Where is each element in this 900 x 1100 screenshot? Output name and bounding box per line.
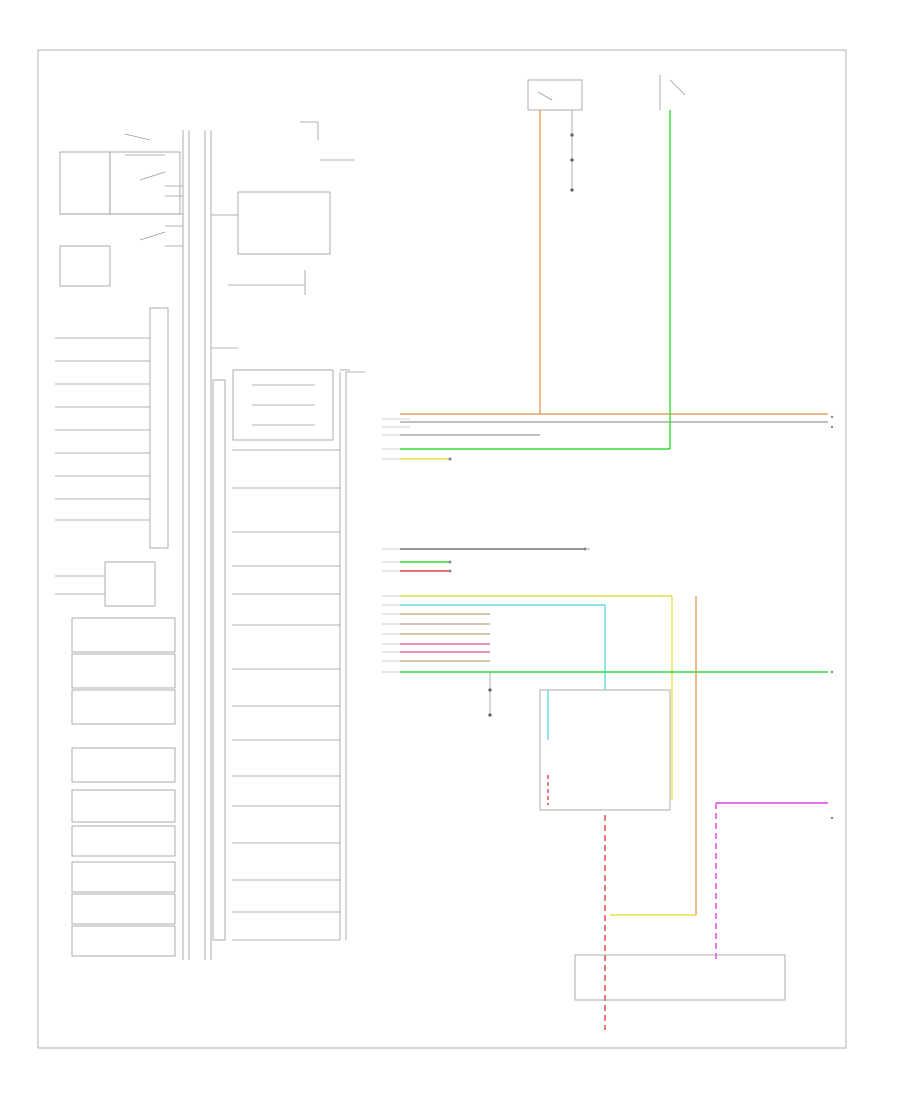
diagram-border [37,49,847,1049]
switch-box-top [527,79,583,111]
wires [400,110,828,1030]
indicator-column [211,121,365,941]
fuel-level-sensor-box [539,689,671,811]
fuel-pump-box [574,954,786,1001]
terminal-markers [448,415,834,820]
instrument-cluster-left [55,130,226,960]
right-components [340,75,786,1001]
